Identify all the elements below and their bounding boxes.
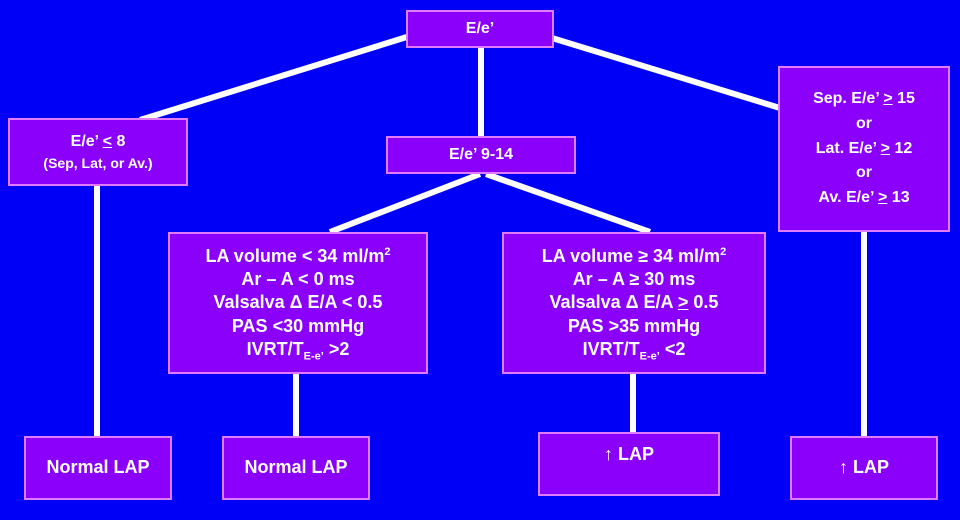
elevated-ar-a: Ar – A ≥ 30 ms [572,268,696,289]
normal-ar-a: Ar – A < 0 ms [241,268,355,289]
elevated-criteria-node: LA volume ≥ 34 ml/m2 Ar – A ≥ 30 ms Vals… [502,232,766,374]
root-node-label: E/e’ [465,20,495,38]
low-ratio-node: E/e’ < 8 (Sep, Lat, or Av.) [8,118,188,186]
high-ratio-lateral: Lat. E/e’ > 12 [815,139,913,157]
normal-la-volume: LA volume < 34 ml/m2 [205,245,391,266]
low-ratio-threshold: E/e’ < 8 [70,133,126,150]
normal-valsalva: Valsalva Δ E/A < 0.5 [213,292,383,313]
high-ratio-average: Av. E/e’ > 13 [818,189,910,207]
connector-mid-to-normal-criteria [328,171,482,235]
normal-ivrt: IVRT/TE-e’ >2 [246,339,350,363]
connector-root-to-high [551,35,781,111]
high-ratio-septal: Sep. E/e’ > 15 [813,90,915,107]
outcome-normal-lap-1-label: Normal LAP [46,457,150,478]
elevated-ivrt: IVRT/TE-e’ <2 [582,339,686,363]
outcome-normal-lap-2-label: Normal LAP [244,457,348,478]
outcome-elevated-lap-1: ↑ LAP [538,432,720,496]
outcome-normal-lap-1: Normal LAP [24,436,172,500]
high-ratio-or-2: or [856,164,872,182]
high-ratio-node: Sep. E/e’ > 15 or Lat. E/e’ > 12 or Av. … [778,66,950,232]
mid-ratio-label: E/e’ 9-14 [448,146,514,164]
elevated-pas: PAS >35 mmHg [567,315,701,336]
elevated-la-volume: LA volume ≥ 34 ml/m2 [541,245,727,266]
normal-criteria-node: LA volume < 34 ml/m2 Ar – A < 0 ms Valsa… [168,232,428,374]
outcome-elevated-lap-1-label: ↑ LAP [603,444,654,464]
root-node: E/e’ [406,10,554,48]
normal-pas: PAS <30 mmHg [231,315,365,336]
outcome-normal-lap-2: Normal LAP [222,436,370,500]
elevated-valsalva: Valsalva Δ E/A > 0.5 [549,292,719,313]
connector-root-to-low [139,33,411,123]
connector-mid-to-elevated-criteria [484,171,652,235]
high-ratio-or-1: or [856,114,872,132]
outcome-elevated-lap-2-label: ↑ LAP [838,457,889,478]
outcome-elevated-lap-2: ↑ LAP [790,436,938,500]
mid-ratio-node: E/e’ 9-14 [386,136,576,174]
low-ratio-scope: (Sep, Lat, or Av.) [43,155,153,172]
